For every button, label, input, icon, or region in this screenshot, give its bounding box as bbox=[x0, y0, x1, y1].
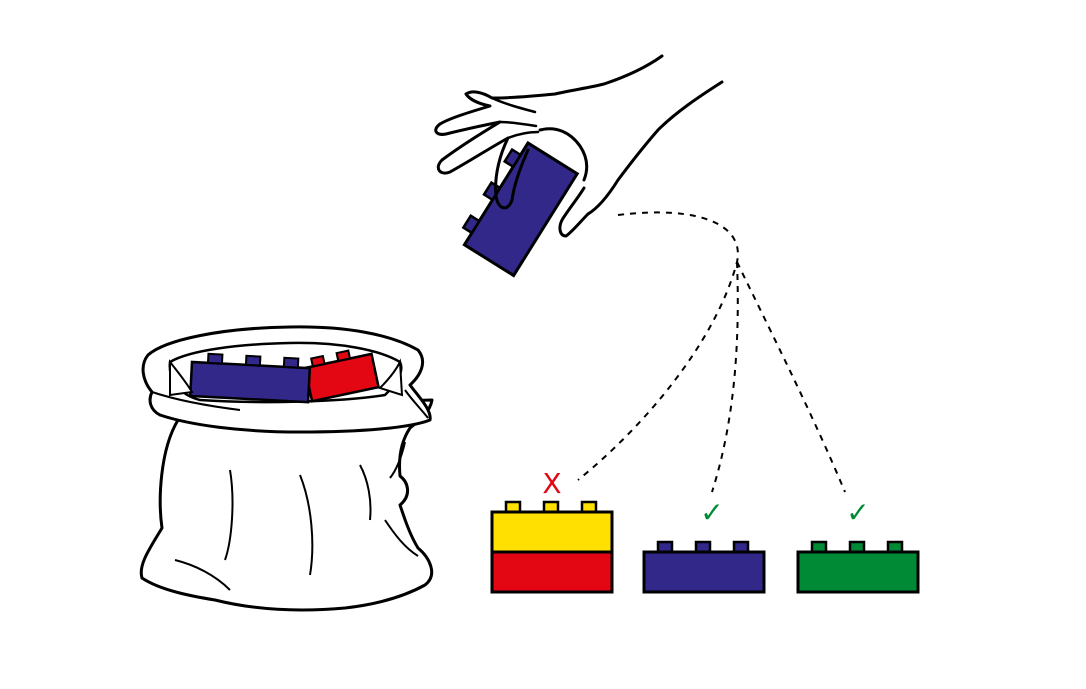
bag-brick-red bbox=[303, 349, 381, 403]
target-brick-3 bbox=[796, 540, 920, 594]
brick-icon bbox=[490, 510, 614, 554]
trajectory-to-target-3 bbox=[736, 261, 846, 493]
trajectory-to-target-1 bbox=[577, 211, 739, 481]
check-icon: ✓ bbox=[846, 496, 869, 529]
held-brick-blue bbox=[461, 140, 580, 278]
target-brick-1 bbox=[490, 500, 614, 594]
target-brick-2 bbox=[642, 540, 766, 594]
check-icon: ✓ bbox=[700, 496, 723, 529]
marks: X ✓ ✓ bbox=[542, 467, 869, 529]
brick-icon bbox=[642, 550, 766, 594]
brick-icon bbox=[796, 550, 920, 594]
trajectories bbox=[577, 211, 846, 493]
bag-icon bbox=[139, 325, 434, 612]
cross-icon: X bbox=[542, 467, 561, 500]
bag-brick-blue bbox=[188, 352, 312, 404]
trajectory-to-target-2 bbox=[711, 261, 739, 493]
target-bricks bbox=[490, 500, 920, 594]
hand-icon bbox=[434, 54, 724, 278]
brick-icon bbox=[490, 550, 614, 594]
